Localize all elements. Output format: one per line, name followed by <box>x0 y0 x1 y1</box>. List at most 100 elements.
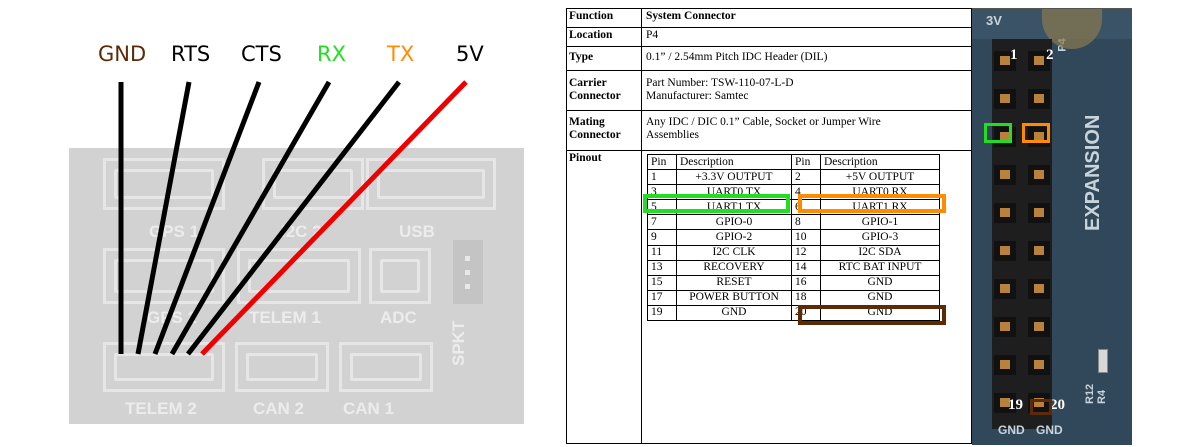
port-label: CAN 1 <box>343 399 395 418</box>
row-carrier: Carrier Connector Part Number: TSW-110-0… <box>567 71 971 111</box>
silk-expansion: EXPANSION <box>1082 114 1104 231</box>
header-pin-well <box>994 165 1016 185</box>
pinout-header-row: Pin Description Pin Description <box>647 153 940 171</box>
row-key: Mating Connector <box>567 111 642 150</box>
pin-description: +5V OUTPUT <box>820 169 940 186</box>
pin-20-label: 20 <box>1050 397 1065 413</box>
silk-r4: R4 <box>1096 389 1108 404</box>
pin-description: RESET <box>676 274 792 291</box>
port-label: I2C 2 <box>281 222 322 241</box>
header-pin-well <box>994 393 1016 413</box>
row-key: Type <box>567 47 642 70</box>
wire-5v <box>200 80 468 356</box>
row-value-line: Part Number: TSW-110-07-L-D <box>646 77 794 89</box>
row-value: P4 <box>646 29 659 41</box>
port-label: GPS 2 <box>147 308 198 327</box>
header-pin-well <box>994 317 1016 337</box>
row-value-group: Part Number: TSW-110-07-L-D Manufacturer… <box>643 71 971 104</box>
pin-number: 19 <box>647 304 677 322</box>
port-telem2 <box>103 342 225 392</box>
silk-3v: 3V <box>986 13 1002 28</box>
silk-r12: R12 <box>1084 383 1096 404</box>
row-key: Location <box>567 28 642 46</box>
pin-description: GPIO-0 <box>676 214 792 231</box>
row-value-group: Any IDC / DIC 0.1” Cable, Socket or Jump… <box>643 111 971 143</box>
pin-number: 18 <box>791 289 821 306</box>
row-value-line: Assemblies <box>646 129 700 141</box>
port-i2c2 <box>262 158 364 210</box>
header-pin-well <box>994 279 1016 299</box>
pin-description: GND <box>676 304 792 322</box>
pin-19-label: 19 <box>1008 397 1023 413</box>
port-can2 <box>235 342 329 392</box>
pin-number: 7 <box>647 214 677 231</box>
header-description: Description <box>676 153 792 171</box>
header-pin-well <box>994 355 1016 375</box>
pin-number: 14 <box>791 259 821 276</box>
header-pin-well <box>1028 355 1050 375</box>
label-gnd: GND <box>98 42 147 66</box>
header-pin-well <box>994 241 1016 261</box>
label-rx: RX <box>317 42 346 66</box>
row-key: Carrier Connector <box>567 71 642 110</box>
wire-cts <box>152 81 262 355</box>
port-label: ADC <box>380 308 417 327</box>
pin-number: 12 <box>791 244 821 261</box>
pin-number: 10 <box>791 229 821 246</box>
row-value: System Connector <box>646 10 736 22</box>
row-function: Function System Connector <box>567 9 971 28</box>
pin-description: GND <box>820 289 940 306</box>
port-label: TELEM 1 <box>249 308 321 327</box>
pin-description: I2C SDA <box>820 244 940 261</box>
pin-description: RECOVERY <box>676 259 792 276</box>
highlight-uart1-tx <box>643 194 790 213</box>
row-type: Type 0.1” / 2.54mm Pitch IDC Header (DIL… <box>567 47 971 71</box>
label-tx: TX <box>387 42 415 66</box>
photo-highlight-pin20 <box>1030 399 1052 415</box>
port-adc <box>369 248 431 304</box>
label-cts: CTS <box>241 42 282 66</box>
header-pin-well <box>1028 165 1050 185</box>
row-value-line: Any IDC / DIC 0.1” Cable, Socket or Jump… <box>646 116 881 128</box>
row-value: 0.1” / 2.54mm Pitch IDC Header (DIL) <box>646 51 828 63</box>
port-label: USB <box>399 222 435 241</box>
pin-description: POWER BUTTON <box>676 289 792 306</box>
header-pin-well <box>1028 279 1050 299</box>
header-pin: Pin <box>791 153 821 171</box>
pin-description: GPIO-1 <box>820 214 940 231</box>
row-mating: Mating Connector Any IDC / DIC 0.1” Cabl… <box>567 111 971 151</box>
label-rts: RTS <box>171 42 211 66</box>
silk-gnd-right: GND <box>1036 423 1063 437</box>
photo-highlight-pin5 <box>984 123 1012 143</box>
pin-1-label: 1 <box>1010 47 1018 63</box>
silk-gnd-left: GND <box>998 423 1025 437</box>
row-key: Pinout <box>567 151 642 443</box>
pin-description: I2C CLK <box>676 244 792 261</box>
port-gps2 <box>103 248 225 304</box>
resistor <box>1098 349 1108 373</box>
wires <box>118 80 468 356</box>
pin-description: GND <box>820 274 940 291</box>
pin-description: GPIO-3 <box>820 229 940 246</box>
header-photo: 3V P4 1 2 19 20 EXPANSION GND GND R12 R4 <box>972 8 1132 445</box>
pinout-table: Pin Description Pin Description 1+3.3V O… <box>647 153 940 322</box>
header-pin-well <box>1028 317 1050 337</box>
autopilot-board: GPS 1 I2C 2 USB GPS 2 TELEM 1 ADC SPKT T… <box>69 148 524 424</box>
header-description: Description <box>820 153 940 171</box>
row-value-line: Manufacturer: Samtec <box>646 90 749 102</box>
pin-number: 17 <box>647 289 677 306</box>
pin-description: +3.3V OUTPUT <box>676 169 792 186</box>
pin-number: 9 <box>647 229 677 246</box>
highlight-uart1-rx <box>798 194 946 213</box>
header-pin-well <box>1028 89 1050 109</box>
row-pinout: Pinout Pin Description Pin Description 1… <box>567 151 971 443</box>
header-pin-well <box>994 203 1016 223</box>
pin-description: RTC BAT INPUT <box>820 259 940 276</box>
header-pin-well <box>1028 203 1050 223</box>
